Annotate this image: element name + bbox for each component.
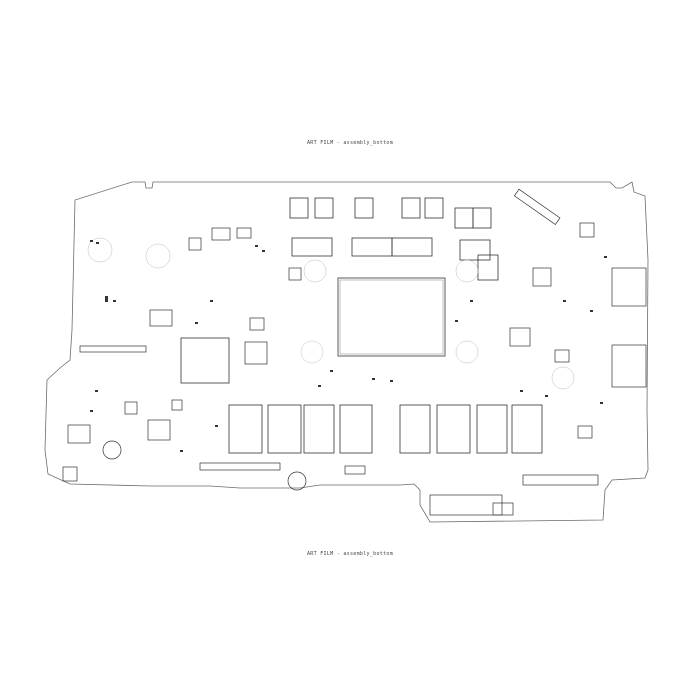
board-outline [44, 181, 649, 523]
vrm-inductors [289, 197, 499, 281]
film-caption-bottom: ART FILM - assembly_bottom [306, 551, 394, 557]
top-left-ic-cluster [149, 227, 302, 365]
connectors [79, 188, 647, 516]
bottom-left-ic-cluster [62, 399, 307, 491]
mounting-holes [87, 237, 575, 390]
cpu-die-outline [339, 279, 444, 355]
pch-chip [180, 337, 230, 384]
film-caption-top: ART FILM - assembly_bottom [306, 140, 394, 146]
passive-components [90, 240, 607, 452]
right-ic-cluster [492, 222, 595, 516]
cpu-chip [337, 277, 446, 357]
ram-chip-row [228, 404, 543, 454]
